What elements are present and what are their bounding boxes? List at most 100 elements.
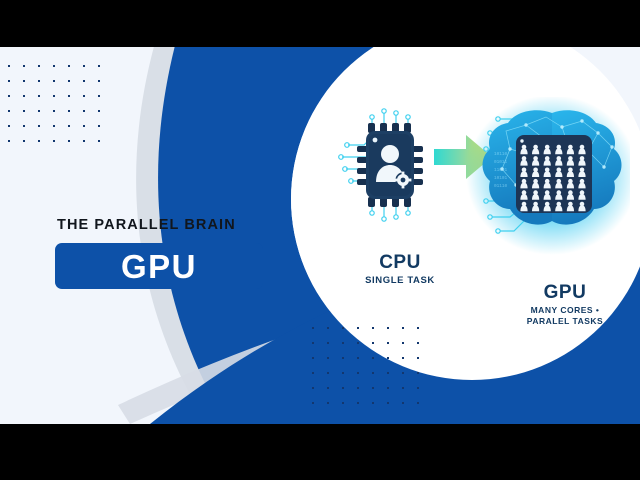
decor-dot <box>387 357 389 359</box>
decor-dot <box>83 80 85 82</box>
gpu-core-person-body <box>520 205 528 212</box>
decor-dot <box>38 65 40 67</box>
gpu-core-person-body <box>520 171 528 177</box>
decor-dot <box>53 95 55 97</box>
decor-dot <box>402 342 404 344</box>
gpu-core-person-head <box>521 178 527 184</box>
decor-dot <box>68 140 70 142</box>
decor-dot <box>312 342 314 344</box>
gpu-core-person-body <box>566 182 574 189</box>
gpu-core-person-head <box>579 156 585 161</box>
eyebrow-text: THE PARALLEL BRAIN <box>57 217 236 233</box>
gpu-label: GPU <box>543 282 587 303</box>
svg-text:01110: 01110 <box>494 184 508 189</box>
decor-dot <box>312 357 314 359</box>
cpu-sublabel: SINGLE TASK <box>365 275 435 286</box>
gpu-circuit-nodes <box>483 116 501 234</box>
decor-dot <box>38 125 40 127</box>
illustration-group: 10110 01011 11001 10101 01110 CPU SINGLE… <box>330 95 638 357</box>
gpu-core-person-head <box>568 201 573 207</box>
decor-dot <box>23 110 25 112</box>
decor-dot <box>342 357 344 359</box>
gpu-core-person-head <box>544 178 550 184</box>
decor-dot <box>372 402 374 404</box>
decor-dot <box>372 372 374 374</box>
gpu-core-person-body <box>566 205 574 212</box>
decor-dot <box>372 357 374 359</box>
gpu-core-person-body <box>532 159 540 166</box>
decor-dot <box>83 65 85 67</box>
decor-dot <box>342 387 344 389</box>
decor-dot <box>312 327 314 329</box>
decor-dot <box>387 402 389 404</box>
gpu-core-person-head <box>521 190 527 195</box>
gpu-pill-badge[interactable]: GPU <box>55 243 263 289</box>
gpu-core-person-body <box>532 171 540 177</box>
decor-dot <box>387 342 389 344</box>
decor-dot <box>357 357 359 359</box>
cpu-chip-pins <box>357 123 423 207</box>
decor-dot <box>342 372 344 374</box>
gpu-core-person-head <box>556 167 562 173</box>
gpu-core-person-head <box>579 190 585 195</box>
gpu-core-person-head <box>568 178 573 184</box>
decor-dot <box>387 387 389 389</box>
decor-dot <box>357 387 359 389</box>
decor-dot <box>372 327 374 329</box>
decor-dot <box>8 65 10 67</box>
decor-dot <box>327 402 329 404</box>
gpu-core-person-head <box>544 144 550 150</box>
decor-dot <box>8 95 10 97</box>
decor-dot <box>372 342 374 344</box>
decor-dot <box>98 95 100 97</box>
decor-dot <box>327 357 329 359</box>
gpu-core-person-body <box>566 171 574 177</box>
gpu-core-person-head <box>533 178 538 184</box>
decor-dot <box>83 140 85 142</box>
decor-dot <box>357 327 359 329</box>
decor-dot <box>83 110 85 112</box>
decor-dot <box>387 372 389 374</box>
gpu-core-person-body <box>578 205 586 212</box>
gpu-core-person-body <box>578 148 586 155</box>
gpu-core-person-body <box>566 159 574 166</box>
decor-dot <box>402 402 404 404</box>
gpu-core-person-head <box>556 156 562 161</box>
cpu-circuit-nodes-bottom <box>369 210 411 222</box>
decor-dot <box>402 372 404 374</box>
decor-dot <box>387 327 389 329</box>
gpu-core-person-head <box>568 156 573 161</box>
decor-dot <box>23 95 25 97</box>
decor-dot <box>357 402 359 404</box>
gpu-core-person-head <box>521 201 527 207</box>
decor-dot <box>38 110 40 112</box>
decor-dot <box>23 140 25 142</box>
decor-dot <box>342 327 344 329</box>
gpu-core-person-body <box>543 171 551 177</box>
gpu-core-person-head <box>568 144 573 150</box>
cpu-chip-icon <box>366 131 414 199</box>
gpu-core-person-body <box>578 182 586 189</box>
gpu-core-person-body <box>543 148 551 155</box>
decor-dot <box>53 80 55 82</box>
decor-dot <box>23 125 25 127</box>
decor-dot <box>68 125 70 127</box>
gpu-core-person-head <box>568 167 573 173</box>
cpu-circuit-nodes-top <box>369 108 411 120</box>
gpu-core-person-head <box>521 144 527 150</box>
decor-dot <box>357 342 359 344</box>
gpu-sublabel: MANY CORES • PARALEL TASKS <box>490 305 640 328</box>
gpu-core-person-head <box>533 190 538 195</box>
decor-dot <box>312 372 314 374</box>
gpu-core-person-body <box>578 194 586 200</box>
gpu-core-person-head <box>556 178 562 184</box>
gpu-sublabel-line1: MANY CORES • <box>530 305 600 315</box>
decor-dot <box>312 402 314 404</box>
decor-dot <box>38 95 40 97</box>
decor-dot <box>417 327 419 329</box>
decor-dot <box>68 65 70 67</box>
decor-dot <box>327 387 329 389</box>
decor-dot <box>98 80 100 82</box>
gpu-core-person-body <box>578 159 586 166</box>
